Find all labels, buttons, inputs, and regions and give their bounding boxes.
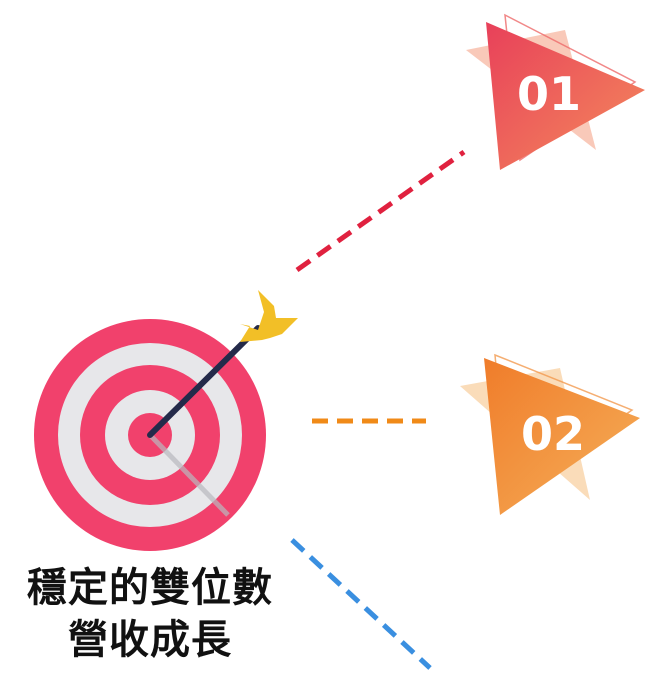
caption-line-1: 穩定的雙位數 [27,565,273,611]
badge-01: 01 [466,13,645,170]
badge-02-number: 02 [521,407,585,461]
caption-line-2: 營收成長 [68,617,232,663]
connector-line-3 [290,538,432,670]
goal-caption: 穩定的雙位數 營收成長 [0,562,300,666]
arrow-icon [147,290,298,438]
connector-line-1 [295,149,466,273]
badge-02: 02 [460,353,640,515]
badge-01-number: 01 [517,67,581,121]
